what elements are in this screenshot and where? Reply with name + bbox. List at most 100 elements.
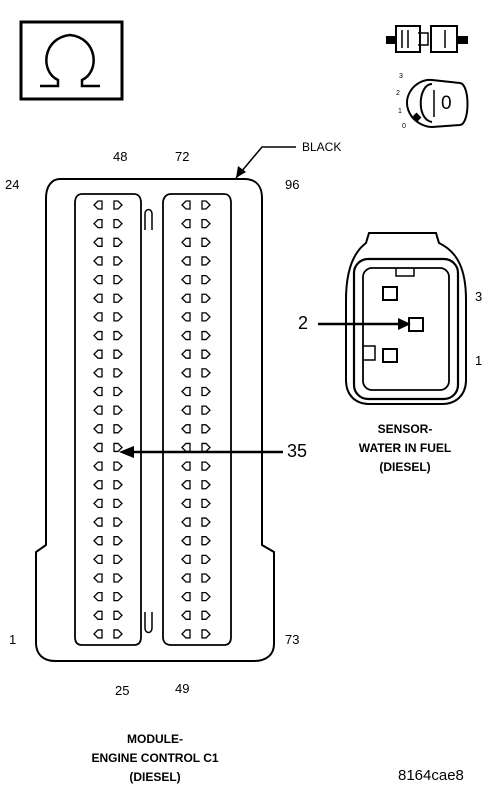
- terminal-cavity: [113, 480, 123, 490]
- terminal-cavity: [93, 368, 103, 378]
- ohm-meter-icon: [19, 20, 124, 101]
- sensor-title-line-3: (DIESEL): [379, 460, 431, 474]
- terminal-cavity: [181, 573, 191, 583]
- terminal-cavity: [181, 480, 191, 490]
- ecm-connector-c1: [35, 178, 275, 662]
- terminal-cavity: [181, 424, 191, 434]
- terminal-cavity: [201, 200, 211, 210]
- terminal-cavity: [181, 368, 191, 378]
- terminal-cavity: [93, 330, 103, 341]
- black-color-leader: [235, 146, 296, 179]
- terminal-cavity: [181, 517, 191, 527]
- connector-disconnect-icon: [386, 25, 468, 53]
- key-label: 0: [441, 93, 452, 114]
- terminal-cavity: [181, 461, 191, 471]
- pin-35-callout-label: 35: [287, 441, 308, 461]
- terminal-cavity: [93, 536, 103, 546]
- terminal-cavity: [113, 573, 123, 583]
- terminal-cavity: [113, 517, 123, 527]
- terminal-cavity: [181, 330, 191, 341]
- terminal-cavity: [93, 219, 103, 229]
- terminal-cavity: [113, 629, 123, 639]
- terminal-cavity: [113, 237, 123, 247]
- terminal-cavity: [93, 629, 103, 639]
- terminal-cavity: [181, 349, 191, 359]
- terminal-cavity: [113, 293, 123, 303]
- ecm-title-line-3: (DIESEL): [129, 770, 181, 784]
- terminal-cavity: [113, 256, 123, 266]
- terminal-cavity: [113, 405, 123, 415]
- terminal-cavity: [93, 517, 103, 527]
- ecm-title-line-1: MODULE-: [127, 732, 183, 746]
- terminal-cavity: [113, 274, 123, 285]
- terminal-cavity: [201, 256, 211, 266]
- sensor-title-line-2: WATER IN FUEL: [358, 441, 452, 455]
- terminal-cavity: [113, 330, 123, 341]
- terminal-cavity: [113, 498, 123, 509]
- terminal-cavity: [93, 424, 103, 434]
- pin-2-callout-arrow: [318, 318, 411, 330]
- terminal-cavity: [181, 219, 191, 229]
- terminal-cavity: [113, 200, 123, 210]
- terminal-cavity: [201, 330, 211, 341]
- terminal-cavity: [93, 498, 103, 509]
- terminal-cavity: [201, 610, 211, 620]
- ecm-c1-terminal-array: [93, 200, 211, 639]
- terminal-cavity: [93, 237, 103, 247]
- terminal-cavity: [93, 442, 103, 453]
- terminal-cavity: [181, 312, 191, 322]
- terminal-cavity: [201, 573, 211, 583]
- pin-label-48: 48: [113, 149, 128, 164]
- terminal-cavity: [181, 256, 191, 266]
- terminal-cavity: [201, 293, 211, 303]
- terminal-cavity: [93, 573, 103, 583]
- terminal-cavity: [93, 200, 103, 210]
- terminal-cavity: [181, 274, 191, 285]
- terminal-cavity: [201, 405, 211, 415]
- pin-label-72: 72: [175, 149, 190, 164]
- terminal-cavity: [113, 312, 123, 322]
- ecm-title-line-2: ENGINE CONTROL C1: [91, 751, 219, 765]
- terminal-cavity: [201, 498, 211, 509]
- terminal-cavity: [201, 237, 211, 247]
- terminal-cavity: [93, 592, 103, 602]
- terminal-cavity: [93, 293, 103, 303]
- figure-id: 8164cae8: [398, 767, 464, 784]
- pin-label-25: 25: [115, 683, 130, 698]
- terminal-cavity: [93, 274, 103, 285]
- terminal-cavity: [93, 610, 103, 620]
- ecm-connector-title: MODULE- ENGINE CONTROL C1 (DIESEL): [40, 730, 270, 787]
- terminal-cavity: [113, 592, 123, 602]
- ignition-position-2: 2: [396, 90, 400, 97]
- terminal-cavity: [93, 312, 103, 322]
- terminal-cavity: [181, 200, 191, 210]
- terminal-cavity: [93, 461, 103, 471]
- terminal-cavity: [201, 629, 211, 639]
- terminal-cavity: [113, 219, 123, 229]
- terminal-cavity: [201, 368, 211, 378]
- terminal-cavity: [201, 554, 211, 564]
- terminal-cavity: [181, 629, 191, 639]
- terminal-cavity: [113, 442, 123, 453]
- terminal-cavity: [113, 554, 123, 564]
- terminal-cavity: [181, 405, 191, 415]
- terminal-cavity: [93, 256, 103, 266]
- terminal-cavity: [113, 610, 123, 620]
- sensor-pin-label-3: 3: [475, 289, 483, 304]
- terminal-cavity: [181, 498, 191, 509]
- terminal-cavity: [181, 386, 191, 397]
- sensor-pin-label-1: 1: [475, 353, 483, 368]
- terminal-cavity: [93, 405, 103, 415]
- ignition-position-0: 0: [402, 123, 406, 130]
- terminal-cavity: [113, 536, 123, 546]
- terminal-cavity: [113, 368, 123, 378]
- terminal-cavity: [113, 386, 123, 397]
- terminal-cavity: [201, 517, 211, 527]
- terminal-cavity: [201, 461, 211, 471]
- terminal-cavity: [201, 536, 211, 546]
- pin-label-96: 96: [285, 177, 300, 192]
- pin-label-49: 49: [175, 681, 190, 696]
- pin-label-73: 73: [285, 632, 300, 647]
- terminal-cavity: [201, 274, 211, 285]
